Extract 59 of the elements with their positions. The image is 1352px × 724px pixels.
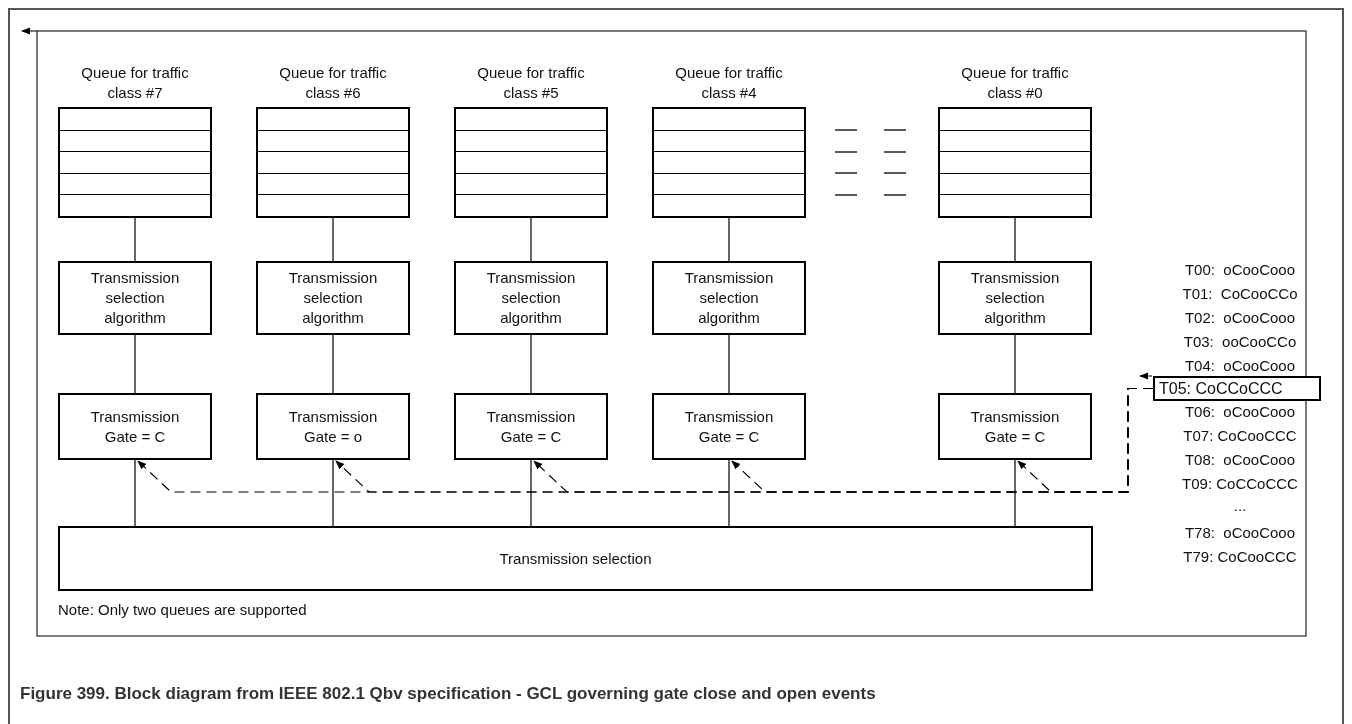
algorithm-box bbox=[58, 261, 212, 335]
box-label: Transmission Gate = C bbox=[969, 406, 1061, 447]
connector-line bbox=[1014, 459, 1016, 527]
selection-box bbox=[58, 526, 1093, 591]
connector-line bbox=[728, 334, 730, 394]
queue-label: Queue for traffic class #6 bbox=[278, 63, 388, 103]
gate-box bbox=[938, 393, 1092, 460]
list-entry: T05: CoCCoCCC bbox=[1159, 378, 1283, 399]
list-entry: T09: CoCCoCCC bbox=[1181, 475, 1299, 493]
box-label: Transmission Gate = C bbox=[683, 406, 775, 447]
dashed-arrow bbox=[1017, 387, 1154, 493]
queue-label: Queue for traffic class #4 bbox=[674, 63, 784, 103]
connector-line bbox=[728, 459, 730, 527]
connector-line bbox=[530, 334, 532, 394]
queue-label: Queue for traffic class #0 bbox=[960, 63, 1070, 103]
connector-line bbox=[530, 217, 532, 262]
connector-line bbox=[728, 217, 730, 262]
box-label: Transmission Gate = C bbox=[89, 406, 181, 447]
ellipsis-text: ... bbox=[1232, 497, 1248, 515]
connector-line bbox=[134, 459, 136, 527]
gate-box bbox=[256, 393, 410, 460]
list-entry: T03: ooCooCCo bbox=[1182, 333, 1298, 351]
box-label: Transmission selection algorithm bbox=[969, 268, 1061, 328]
queue-label: Queue for traffic class #5 bbox=[476, 63, 586, 103]
gate-box bbox=[652, 393, 806, 460]
note-text: Note: Only two queues are supported bbox=[58, 601, 307, 619]
queue-label: Queue for traffic class #7 bbox=[80, 63, 190, 103]
list-entry: T04: oCooCooo bbox=[1183, 357, 1297, 375]
box-label: Transmission selection algorithm bbox=[485, 268, 577, 328]
box-label: Transmission selection algorithm bbox=[89, 268, 181, 328]
list-entry: T01: CoCooCCo bbox=[1181, 285, 1299, 303]
algorithm-box bbox=[652, 261, 806, 335]
box-label: Transmission Gate = o bbox=[287, 406, 379, 447]
connector-line bbox=[1014, 334, 1016, 394]
list-entry: T79: CoCooCCC bbox=[1182, 548, 1298, 566]
list-entry: T06: oCooCooo bbox=[1183, 403, 1297, 421]
connector-line bbox=[332, 217, 334, 262]
box-label: Transmission selection algorithm bbox=[287, 268, 379, 328]
list-entry: T02: oCooCooo bbox=[1183, 309, 1297, 327]
list-entry: T78: oCooCooo bbox=[1183, 524, 1297, 542]
connector-line bbox=[332, 459, 334, 527]
gate-box bbox=[454, 393, 608, 460]
connector-line bbox=[134, 217, 136, 262]
list-entry-box bbox=[1153, 376, 1321, 401]
list-entry: T08: oCooCooo bbox=[1183, 451, 1297, 469]
box-label: Transmission selection bbox=[499, 548, 652, 569]
list-entry: T07: CoCooCCC bbox=[1182, 427, 1298, 445]
connector-line bbox=[1014, 217, 1016, 262]
algorithm-box bbox=[454, 261, 608, 335]
connector-line bbox=[134, 334, 136, 394]
connector-line bbox=[332, 334, 334, 394]
algorithm-box bbox=[256, 261, 410, 335]
list-entry: T00: oCooCooo bbox=[1183, 261, 1297, 279]
connector-line bbox=[530, 459, 532, 527]
box-label: Transmission Gate = C bbox=[485, 406, 577, 447]
algorithm-box bbox=[938, 261, 1092, 335]
box-label: Transmission selection algorithm bbox=[683, 268, 775, 328]
figure-caption: Figure 399. Block diagram from IEEE 802.1 Qbv specification - GCL governing gate close and open events bbox=[20, 684, 876, 704]
gate-box bbox=[58, 393, 212, 460]
